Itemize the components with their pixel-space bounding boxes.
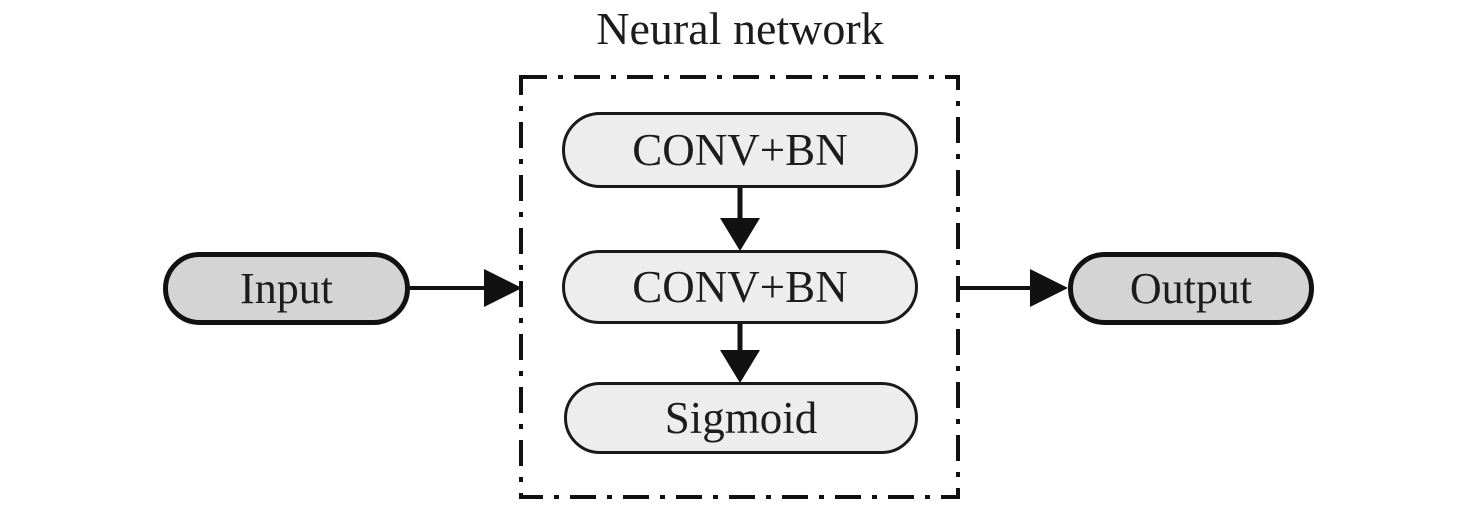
neural-network-boundary	[519, 75, 960, 499]
node-conv-bn-2-label: CONV+BN	[632, 262, 848, 312]
diagram-title: Neural network	[596, 3, 884, 54]
node-input: Input	[163, 252, 410, 325]
node-output: Output	[1068, 252, 1314, 325]
node-sigmoid-label: Sigmoid	[664, 393, 818, 443]
node-conv-bn-1: CONV+BN	[562, 112, 918, 188]
arrow-network-to-output	[959, 269, 1068, 307]
node-conv-bn-1-label: CONV+BN	[632, 125, 848, 175]
arrow-conv1-to-conv2	[720, 188, 760, 251]
node-conv-bn-2: CONV+BN	[562, 250, 918, 324]
arrow-conv2-to-sigmoid	[720, 324, 760, 383]
node-sigmoid: Sigmoid	[564, 382, 918, 454]
arrow-input-to-network	[410, 269, 522, 307]
node-output-label: Output	[1129, 264, 1253, 313]
node-input-label: Input	[240, 264, 333, 313]
